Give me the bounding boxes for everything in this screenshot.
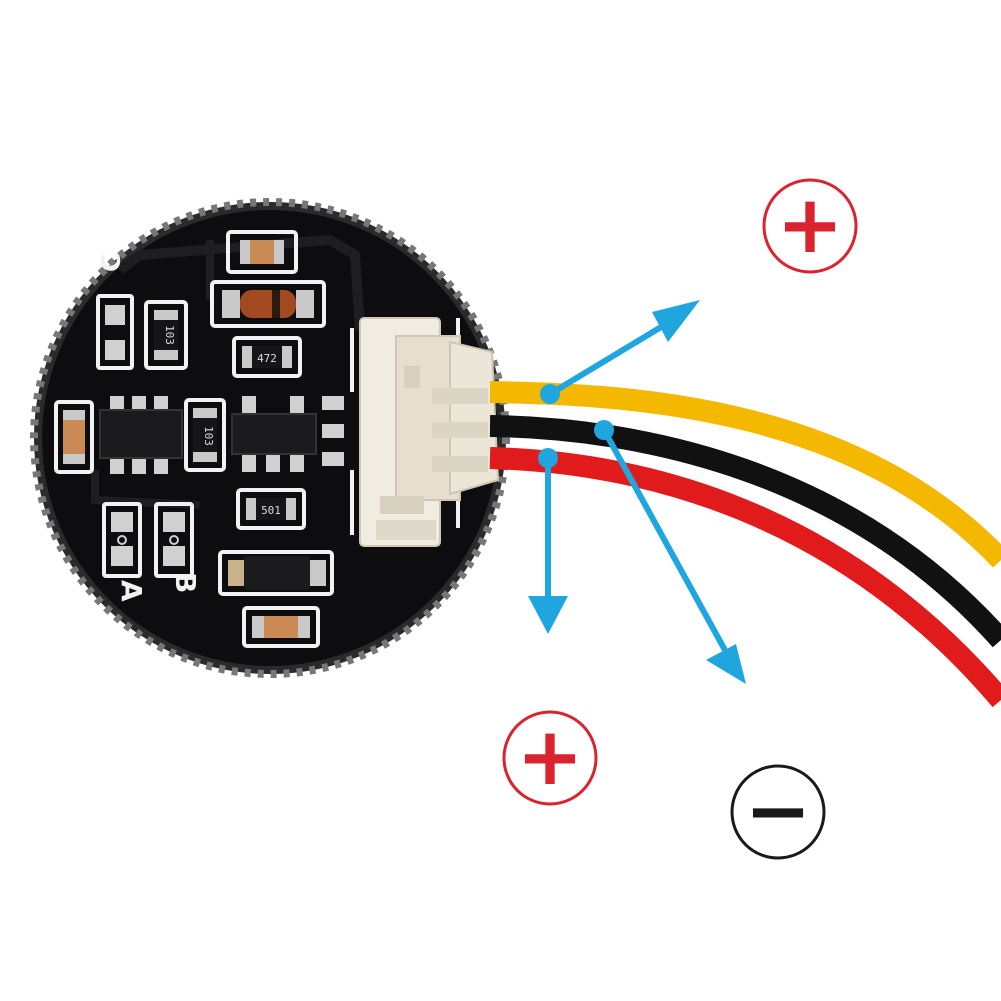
symbol-minus: − [744, 764, 811, 857]
minus-icon: − [730, 764, 826, 860]
pad-a: A [102, 502, 148, 602]
arrow-icon [540, 300, 700, 404]
resistor-501: 501 [236, 488, 306, 530]
resistor-code: 103 [202, 426, 215, 446]
diode [210, 280, 326, 328]
pad-label-b: B [169, 572, 202, 593]
resistor-472: 472 [232, 336, 302, 378]
connector-pads [322, 396, 344, 466]
pad-c: C [96, 253, 134, 370]
resistor-left-vertical: 103 [144, 300, 188, 370]
smd-capacitor-top [226, 230, 298, 274]
resistor-code: 103 [163, 325, 176, 345]
diode-bottom [218, 550, 334, 596]
ic-chip-left [99, 396, 183, 474]
plus-icon: + [502, 710, 598, 806]
plus-icon: + [762, 178, 858, 274]
pad-label-a: A [115, 580, 148, 602]
arrow-icon [528, 448, 568, 634]
wires [489, 381, 1001, 708]
ic-chip-right [231, 396, 317, 472]
jst-connector [359, 317, 500, 547]
wire-black [489, 415, 1001, 648]
symbol-plus-bottom: + [516, 710, 583, 803]
arrow-icon [594, 420, 746, 684]
smd-capacitor-bottom [242, 606, 320, 648]
smd-capacitor-left [54, 400, 94, 474]
pad-label-c: C [97, 253, 127, 272]
resistor-code: 472 [257, 352, 277, 365]
pad-b: B [154, 502, 202, 593]
symbol-plus-top: + [776, 178, 843, 271]
callout-arrows [528, 300, 746, 684]
pcb-trace [117, 234, 365, 331]
resistor-middle-vertical: 103 [184, 398, 226, 472]
resistor-code: 501 [261, 504, 281, 517]
